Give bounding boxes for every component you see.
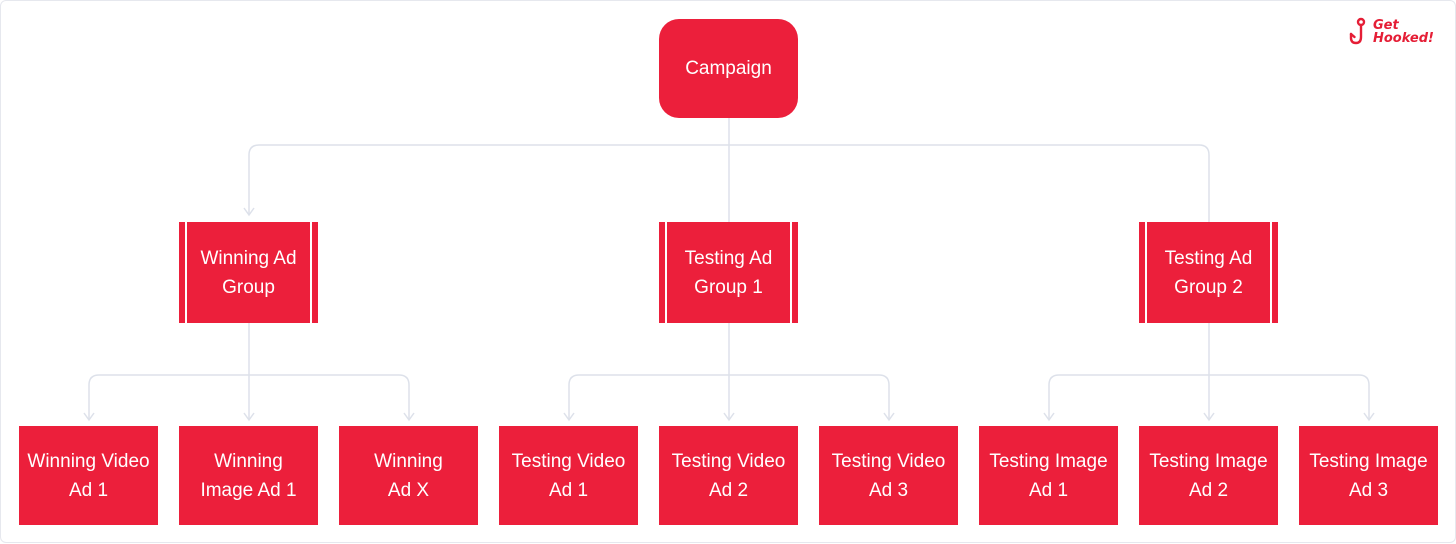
connector-group-3-branch xyxy=(1048,374,1370,419)
ad-node: Winning Image Ad 1 xyxy=(179,426,318,525)
arrow-to-ad-7 xyxy=(1043,412,1055,422)
connector-group-2-branch xyxy=(568,374,890,419)
ad-group-node-testing-1: Testing Ad Group 1 xyxy=(659,222,798,323)
ad-group-label: Winning Ad Group xyxy=(200,247,297,298)
campaign-label: Campaign xyxy=(685,58,772,79)
ad-group-label: Testing Ad Group 1 xyxy=(684,247,773,298)
ad-label: Winning Image Ad 1 xyxy=(200,450,297,501)
ad-node: Testing Video Ad 3 xyxy=(819,426,958,525)
ad-label: Testing Image Ad 2 xyxy=(1149,450,1268,501)
ad-label: Testing Video Ad 1 xyxy=(511,450,626,501)
arrow-to-ad-2 xyxy=(243,412,255,422)
arrow-to-ad-1 xyxy=(83,412,95,422)
arrow-to-ad-3 xyxy=(403,412,415,422)
ad-group-node-testing-2: Testing Ad Group 2 xyxy=(1139,222,1278,323)
arrow-to-ad-8 xyxy=(1203,412,1215,422)
ad-label: Winning Video Ad 1 xyxy=(27,450,150,501)
connector-group-1-branch xyxy=(88,374,410,419)
campaign-node: Campaign xyxy=(659,19,798,118)
ad-group-label: Testing Ad Group 2 xyxy=(1164,247,1253,298)
ad-node: Winning Ad X xyxy=(339,426,478,525)
ad-node: Testing Image Ad 3 xyxy=(1299,426,1438,525)
ad-node: Testing Video Ad 2 xyxy=(659,426,798,525)
ad-node: Testing Image Ad 2 xyxy=(1139,426,1278,525)
ad-group-node-winning: Winning Ad Group xyxy=(179,222,318,323)
arrow-to-ad-5 xyxy=(723,412,735,422)
ad-node: Testing Image Ad 1 xyxy=(979,426,1118,525)
ad-node: Winning Video Ad 1 xyxy=(19,426,158,525)
ad-label: Testing Image Ad 1 xyxy=(989,450,1108,501)
ad-node: Testing Video Ad 1 xyxy=(499,426,638,525)
arrow-to-ad-9 xyxy=(1363,412,1375,422)
ad-label: Winning Ad X xyxy=(374,450,443,501)
get-hooked-logo: Get Hooked! xyxy=(1349,15,1445,49)
arrow-to-group-1 xyxy=(243,207,255,217)
ad-label: Testing Video Ad 3 xyxy=(831,450,946,501)
arrow-to-ad-6 xyxy=(883,412,895,422)
arrow-to-ad-4 xyxy=(563,412,575,422)
ad-label: Testing Video Ad 2 xyxy=(671,450,786,501)
logo-text: Get Hooked! xyxy=(1373,18,1434,46)
ad-label: Testing Image Ad 3 xyxy=(1309,450,1428,501)
connector-root-branch xyxy=(248,144,1210,222)
hook-icon xyxy=(1349,17,1366,45)
